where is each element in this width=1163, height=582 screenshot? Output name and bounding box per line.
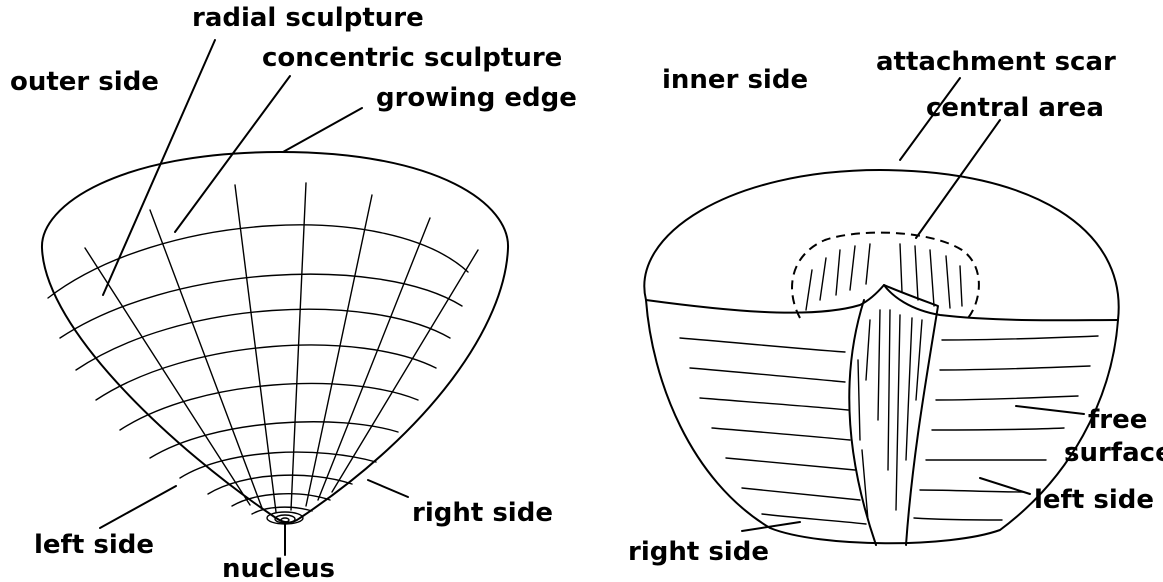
inner-side-label: inner side xyxy=(662,65,808,95)
attachment-ridge-right xyxy=(883,284,939,546)
inner-side-view: attachment scar inner side central area … xyxy=(628,47,1163,567)
outer-side-view: radial sculpture concentric sculpture ou… xyxy=(10,3,577,582)
cavity-rim xyxy=(645,284,1119,322)
free-surface-lines xyxy=(679,335,1099,525)
radial-sculpture-label: radial sculpture xyxy=(192,3,424,33)
growing-edge-label: growing edge xyxy=(376,83,577,113)
left-view-right-side-label: right side xyxy=(412,498,553,528)
outer-leader-lines xyxy=(99,39,409,556)
right-view-left-side-label: left side xyxy=(1034,485,1154,515)
left-view-left-side-label: left side xyxy=(34,530,154,560)
concentric-sculpture-label: concentric sculpture xyxy=(262,43,562,73)
outer-shell-outline xyxy=(40,151,510,524)
ridge-hatching xyxy=(857,309,923,521)
free-surface-label-line2: surface xyxy=(1064,438,1163,468)
free-surface-label-line1: free xyxy=(1088,405,1147,435)
right-view-right-side-label: right side xyxy=(628,537,769,567)
concentric-sculpture-lines xyxy=(47,224,469,515)
attachment-scar-label: attachment scar xyxy=(876,47,1116,77)
central-area-outline xyxy=(791,231,980,319)
outer-side-label: outer side xyxy=(10,67,159,97)
inner-leader-lines xyxy=(741,77,1085,532)
attachment-ridge xyxy=(848,299,877,546)
central-area-label: central area xyxy=(926,93,1104,123)
nucleus-label: nucleus xyxy=(222,554,335,582)
radial-sculpture-lines xyxy=(84,182,479,513)
central-area-hatching xyxy=(805,243,963,311)
inner-shell-outline xyxy=(643,169,1120,545)
